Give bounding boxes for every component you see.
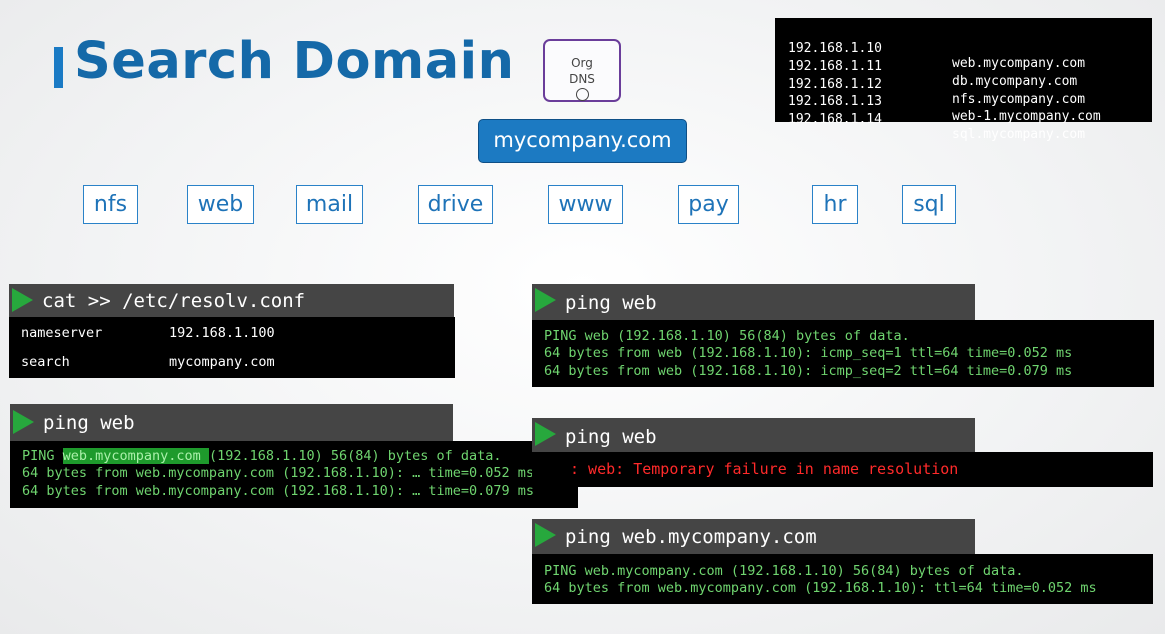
terminal-header-ping-fqdn: ping web.mycompany.com bbox=[532, 519, 975, 554]
terminal-output-line: 64 bytes from web (192.168.1.10): icmp_s… bbox=[544, 363, 1073, 379]
hosts-row: 192.168.1.13 web-1.mycompany.com bbox=[788, 79, 1101, 139]
hosts-row: 192.168.1.11 db.mycompany.com bbox=[788, 44, 1077, 104]
hosts-name: web.mycompany.com bbox=[952, 56, 1086, 71]
subdomain-www: www bbox=[548, 185, 623, 224]
ping-suffix: (192.168.1.10) 56(84) bytes of data. bbox=[208, 448, 502, 464]
hosts-row: 192.168.1.12 nfs.mycompany.com bbox=[788, 62, 1085, 122]
org-dns-label-dns: DNS bbox=[569, 72, 595, 86]
terminal-header-ping-local: ping web bbox=[532, 284, 975, 320]
hosts-row: 192.168.1.10 web.mycompany.com bbox=[788, 26, 1085, 86]
subdomain-mail: mail bbox=[296, 185, 363, 224]
subdomain-pay: pay bbox=[678, 185, 739, 224]
hosts-name: nfs.mycompany.com bbox=[952, 92, 1086, 107]
prompt-triangle-icon bbox=[535, 523, 556, 547]
terminal-output-line: PING web.mycompany.com (192.168.1.10) 56… bbox=[544, 563, 1024, 579]
terminal-command: cat >> /etc/resolv.conf bbox=[42, 290, 306, 312]
subdomain-drive: drive bbox=[418, 185, 493, 224]
subdomain-nfs: nfs bbox=[83, 185, 138, 224]
hosts-ip: 192.168.1.13 bbox=[788, 94, 882, 109]
power-button-icon bbox=[575, 88, 589, 101]
terminal-command: ping web bbox=[43, 412, 135, 434]
terminal-output-line: PING web (192.168.1.10) 56(84) bytes of … bbox=[544, 328, 910, 344]
subdomain-hr: hr bbox=[812, 185, 858, 224]
hosts-ip: 192.168.1.10 bbox=[788, 41, 882, 56]
terminal-header-ping-search: ping web bbox=[10, 404, 453, 441]
terminal-command: ping web bbox=[565, 426, 657, 448]
terminal-output-line: 64 bytes from web.mycompany.com (192.168… bbox=[22, 465, 535, 481]
subdomain-web: web bbox=[187, 185, 254, 224]
terminal-body-ping-search: PING web.mycompany.com (192.168.1.10) 56… bbox=[10, 441, 578, 508]
hosts-ip: 192.168.1.14 bbox=[788, 112, 882, 127]
terminal-output-line: PING web.mycompany.com (192.168.1.10) 56… bbox=[22, 448, 502, 464]
hosts-ip: 192.168.1.12 bbox=[788, 77, 882, 92]
resolv-nameserver-key: nameserver bbox=[21, 325, 103, 341]
terminal-body-ping-fail: : web: Temporary failure in name resolut… bbox=[532, 452, 1153, 487]
org-dns-server: Org DNS bbox=[543, 39, 621, 102]
prompt-triangle-icon bbox=[13, 410, 34, 434]
resolv-nameserver-value: 192.168.1.100 bbox=[169, 325, 275, 341]
hosts-ip: 192.168.1.11 bbox=[788, 59, 882, 74]
terminal-body-ping-fqdn: PING web.mycompany.com (192.168.1.10) 56… bbox=[532, 554, 1153, 604]
prompt-triangle-icon bbox=[12, 288, 33, 312]
prompt-triangle-icon bbox=[535, 422, 556, 446]
hosts-name: sql.mycompany.com bbox=[952, 127, 1086, 142]
domain-box: mycompany.com bbox=[478, 119, 687, 163]
page-title: Search Domain bbox=[74, 32, 515, 91]
terminal-header-ping-fail: ping web bbox=[532, 418, 975, 452]
terminal-command: ping web bbox=[565, 292, 657, 314]
title-accent-bar bbox=[54, 47, 63, 88]
terminal-command: ping web.mycompany.com bbox=[565, 526, 817, 548]
hosts-name: web-1.mycompany.com bbox=[952, 109, 1101, 124]
org-dns-label-org: Org bbox=[571, 56, 593, 70]
hosts-name: db.mycompany.com bbox=[952, 74, 1078, 89]
terminal-output-line: 64 bytes from web.mycompany.com (192.168… bbox=[22, 483, 535, 499]
hosts-row: 192.168.1.14 sql.mycompany.com bbox=[788, 97, 1085, 157]
terminal-output-line: 64 bytes from web.mycompany.com (192.168… bbox=[544, 580, 1097, 596]
terminal-body-resolv: nameserver 192.168.1.100 search mycompan… bbox=[9, 317, 455, 378]
prompt-triangle-icon bbox=[535, 288, 556, 312]
ping-prefix: PING bbox=[22, 448, 63, 464]
resolv-search-value: mycompany.com bbox=[169, 354, 275, 370]
terminal-body-ping-local: PING web (192.168.1.10) 56(84) bytes of … bbox=[532, 320, 1154, 387]
terminal-header-resolv: cat >> /etc/resolv.conf bbox=[9, 284, 454, 317]
terminal-output-line: 64 bytes from web (192.168.1.10): icmp_s… bbox=[544, 345, 1073, 361]
resolution-error-message: : web: Temporary failure in name resolut… bbox=[570, 460, 959, 478]
subdomain-sql: sql bbox=[902, 185, 956, 224]
resolved-fqdn-highlight: web.mycompany.com bbox=[62, 448, 209, 464]
resolv-search-key: search bbox=[21, 354, 70, 370]
dns-hosts-table: 192.168.1.10 web.mycompany.com 192.168.1… bbox=[775, 18, 1152, 142]
